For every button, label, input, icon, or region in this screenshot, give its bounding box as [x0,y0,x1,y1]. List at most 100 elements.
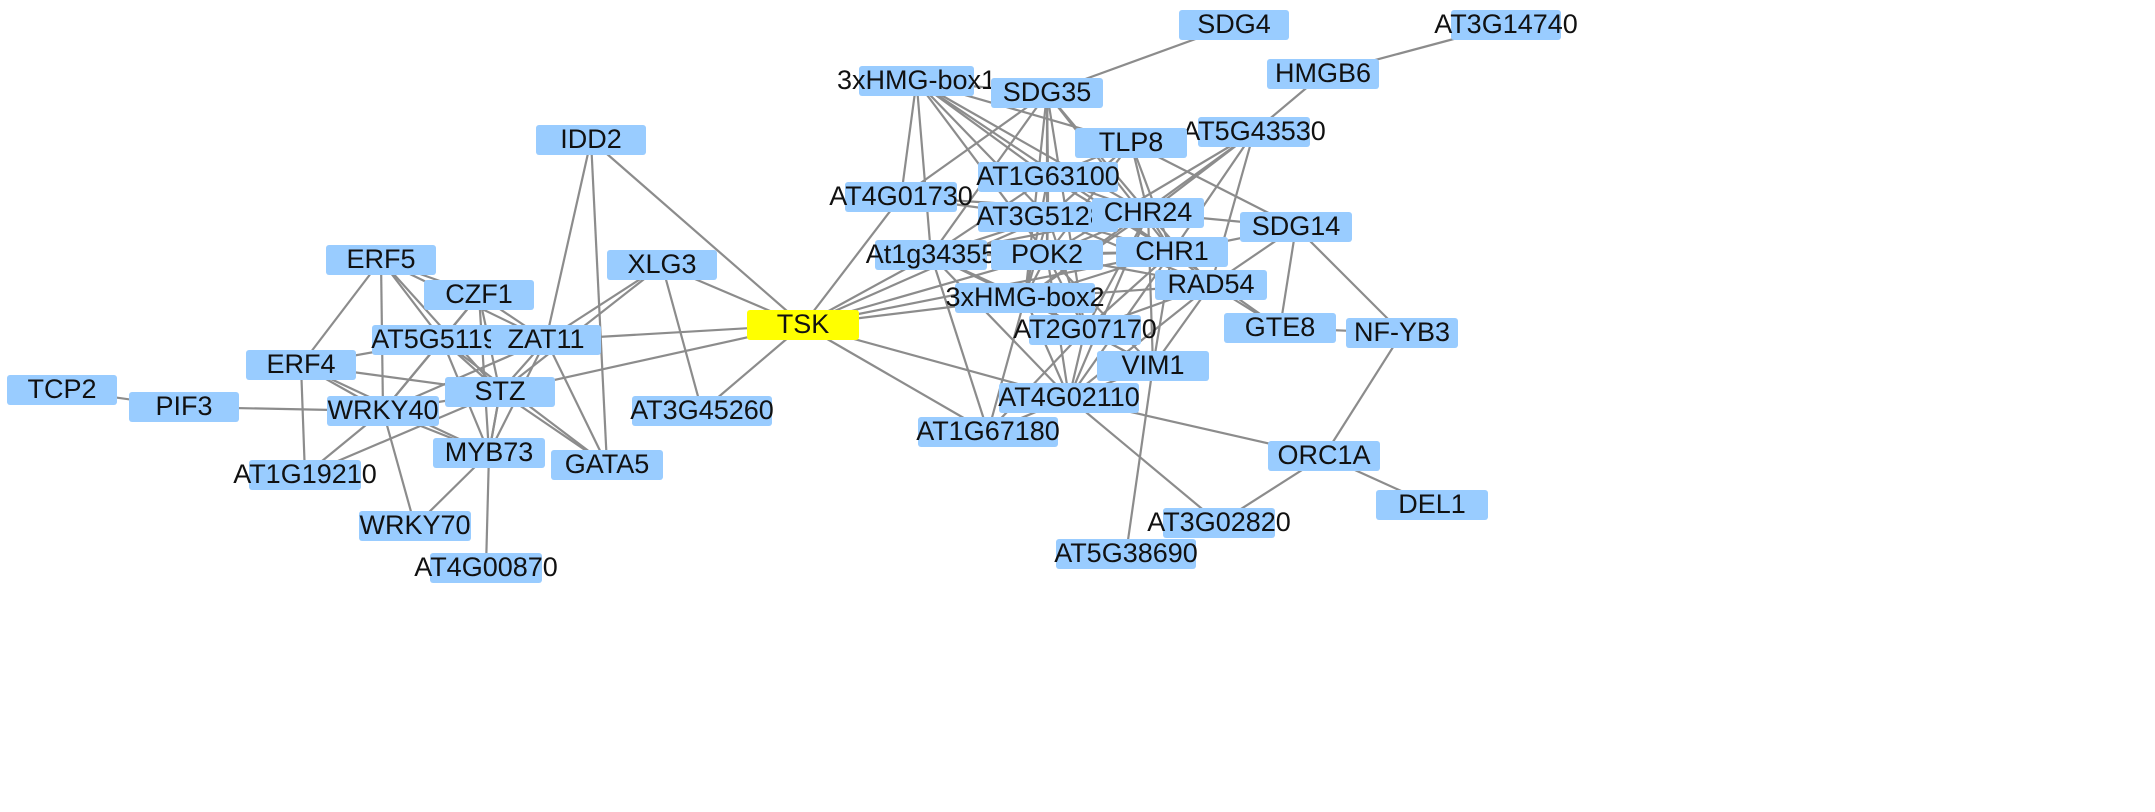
node-at1g19210[interactable]: AT1G19210 [233,459,377,490]
node-box-at3g45260[interactable] [632,396,772,426]
node-idd2[interactable]: IDD2 [536,124,646,155]
node-at4g02110[interactable]: AT4G02110 [998,382,1140,413]
node-box-at2g07170[interactable] [1029,315,1141,345]
node-at3g02820[interactable]: AT3G02820 [1147,507,1291,538]
node-box-at1g63100[interactable] [978,162,1118,192]
node-at5g38690[interactable]: AT5G38690 [1054,538,1198,569]
node-vim1[interactable]: VIM1 [1097,350,1209,381]
node-box-sdg35[interactable] [991,78,1103,108]
node-hmgb6[interactable]: HMGB6 [1267,58,1379,89]
edge-tlp8-pok2 [1046,142,1132,256]
node-box-at4g00870[interactable] [430,553,542,583]
node-box-at5g43530[interactable] [1198,117,1310,147]
node-myb73[interactable]: MYB73 [433,437,545,468]
node-box-wrky40[interactable] [327,396,439,426]
node-at1g63100[interactable]: AT1G63100 [976,161,1120,192]
node-at1g67180[interactable]: AT1G67180 [916,416,1060,447]
node-box-gata5[interactable] [551,450,663,480]
node-box-at3g02820[interactable] [1163,508,1275,538]
node-box-erf5[interactable] [326,245,436,275]
node-tcp2[interactable]: TCP2 [7,374,117,405]
node-box-at3g51280[interactable] [978,202,1118,232]
node-box-at1g34355[interactable] [875,240,987,270]
node-at3g14740[interactable]: AT3G14740 [1434,9,1578,40]
node-at5g43530[interactable]: AT5G43530 [1182,116,1326,147]
node-stz[interactable]: STZ [445,376,555,407]
node-rad54[interactable]: RAD54 [1155,269,1267,300]
node-box-myb73[interactable] [433,438,545,468]
node-box-sdg4[interactable] [1179,10,1289,40]
node-label-gte8: GTE8 [1245,312,1316,342]
node-label-at4g02110: AT4G02110 [998,382,1140,412]
node-nf-yb3[interactable]: NF-YB3 [1346,317,1458,348]
node-at2g07170[interactable]: AT2G07170 [1013,314,1157,345]
node-box-tcp2[interactable] [7,375,117,405]
node-wrky40[interactable]: WRKY40 [327,395,439,426]
node-at4g01730[interactable]: AT4G01730 [829,181,973,212]
node-box-gte8[interactable] [1224,313,1336,343]
node-box-at4g02110[interactable] [999,383,1139,413]
node-erf5[interactable]: ERF5 [326,244,436,275]
node-box-rad54[interactable] [1155,270,1267,300]
node-orc1a[interactable]: ORC1A [1268,440,1380,471]
node-label-tcp2: TCP2 [27,374,96,404]
node-3xhmg-box1[interactable]: 3xHMG-box1 [837,65,996,96]
node-box-chr1[interactable] [1116,237,1228,267]
node-tlp8[interactable]: TLP8 [1075,127,1187,158]
edge-erf4-at1g19210 [299,364,307,476]
node-box-at3g14740[interactable] [1451,10,1561,40]
node-box-zat11[interactable] [491,325,601,355]
node-gata5[interactable]: GATA5 [551,449,663,480]
node-box-vim1[interactable] [1097,351,1209,381]
node-chr1[interactable]: CHR1 [1116,236,1228,267]
node-chr24[interactable]: CHR24 [1092,197,1204,228]
node-zat11[interactable]: ZAT11 [491,324,601,355]
node-box-3xhmg-box1[interactable] [859,66,974,96]
node-box-hmgb6[interactable] [1267,59,1379,89]
node-at4g00870[interactable]: AT4G00870 [414,552,558,583]
node-box-del1[interactable] [1376,490,1488,520]
node-at5g51190[interactable]: AT5G51190 [371,324,513,355]
node-box-at5g51190[interactable] [372,325,512,355]
node-box-at1g67180[interactable] [918,417,1058,447]
node-pif3[interactable]: PIF3 [129,391,239,422]
node-gte8[interactable]: GTE8 [1224,312,1336,343]
node-box-at5g38690[interactable] [1056,539,1196,569]
node-box-sdg14[interactable] [1240,212,1352,242]
node-at1g34355[interactable]: At1g34355 [866,239,997,270]
node-label-pok2: POK2 [1011,239,1083,269]
node-erf4[interactable]: ERF4 [246,349,356,380]
node-box-erf4[interactable] [246,350,356,380]
node-xlg3[interactable]: XLG3 [607,249,717,280]
node-box-at4g01730[interactable] [845,182,957,212]
node-box-tlp8[interactable] [1075,128,1187,158]
node-box-pok2[interactable] [991,240,1103,270]
node-sdg14[interactable]: SDG14 [1240,211,1352,242]
node-label-del1: DEL1 [1398,489,1466,519]
node-box-tsk[interactable] [747,310,859,340]
node-czf1[interactable]: CZF1 [424,279,534,310]
node-sdg35[interactable]: SDG35 [991,77,1103,108]
node-box-stz[interactable] [445,377,555,407]
node-at3g45260[interactable]: AT3G45260 [630,395,774,426]
node-wrky70[interactable]: WRKY70 [359,510,471,541]
node-3xhmg-box2[interactable]: 3xHMG-box2 [945,282,1105,313]
node-pok2[interactable]: POK2 [991,239,1103,270]
edge-at1g34355-at1g67180 [929,254,990,433]
node-box-at1g19210[interactable] [249,460,361,490]
node-box-czf1[interactable] [424,280,534,310]
node-box-nf-yb3[interactable] [1346,318,1458,348]
node-box-chr24[interactable] [1092,198,1204,228]
node-sdg4[interactable]: SDG4 [1179,9,1289,40]
node-box-3xhmg-box2[interactable] [955,283,1095,313]
node-box-wrky70[interactable] [359,511,471,541]
node-box-orc1a[interactable] [1268,441,1380,471]
node-tsk[interactable]: TSK [747,309,859,340]
node-del1[interactable]: DEL1 [1376,489,1488,520]
node-box-idd2[interactable] [536,125,646,155]
node-label-at5g38690: AT5G38690 [1054,538,1198,568]
node-box-xlg3[interactable] [607,250,717,280]
node-label-at1g67180: AT1G67180 [916,416,1060,446]
node-box-pif3[interactable] [129,392,239,422]
